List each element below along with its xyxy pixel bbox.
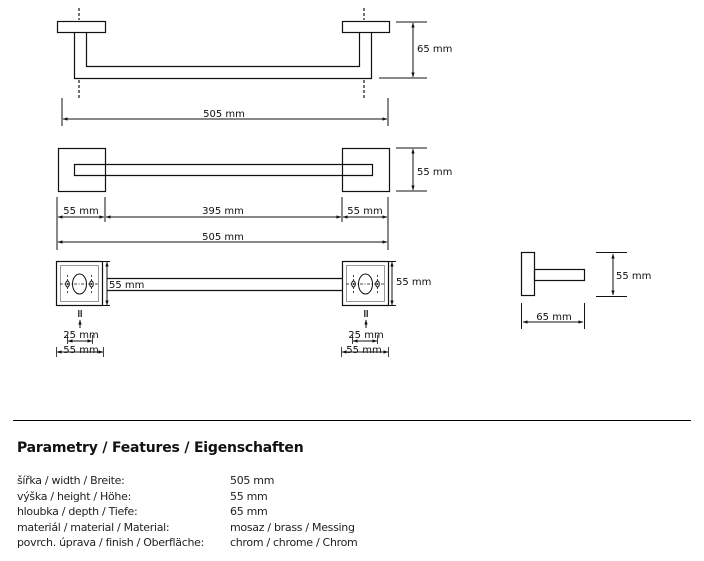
- top-depth-label: 65 mm: [417, 44, 452, 55]
- bottom-bar-height-label: 55 mm: [109, 280, 144, 291]
- feature-value: 505 mm: [230, 474, 275, 487]
- left-flange-width-label: 55 mm: [63, 345, 98, 356]
- left-flange: [57, 147, 107, 193]
- feature-value: chrom / chrome / Chrom: [230, 536, 358, 550]
- bottom-right-height-label: 55 mm: [396, 277, 431, 288]
- left-mount-plate: [55, 260, 104, 307]
- features-title: Parametry / Features / Eigenschaften: [17, 440, 304, 456]
- feature-label: hloubka / depth / Tiefe:: [17, 505, 138, 519]
- left-mount-inner: [60, 265, 99, 302]
- front-height-label: 55 mm: [417, 167, 452, 178]
- front-right-flange-label: 55 mm: [347, 206, 382, 217]
- front-left-flange-label: 55 mm: [63, 206, 98, 217]
- side-height-label: 55 mm: [616, 271, 651, 282]
- right-screw-icon: [364, 310, 368, 317]
- feature-label: šířka / width / Breite:: [17, 474, 125, 487]
- right-hole-spacing-label: 25 mm: [348, 330, 383, 341]
- right-mount-inner: [346, 265, 385, 302]
- feature-value: 55 mm: [230, 489, 268, 503]
- front-total-width-label: 505 mm: [202, 232, 244, 243]
- towel-bar: [73, 163, 374, 177]
- top-view: [56, 8, 427, 126]
- left-screw-icon: [78, 310, 82, 317]
- left-wall-plate: [56, 20, 107, 34]
- top-width-label: 505 mm: [203, 109, 245, 120]
- left-hole-spacing-label: 25 mm: [63, 330, 98, 341]
- front-bar-length-label: 395 mm: [202, 206, 244, 217]
- right-flange-width-label: 55 mm: [346, 345, 381, 356]
- towel-bar-outline: [73, 32, 373, 80]
- technical-drawing: 65 mm 505 mm 55 mm 55 mm 395 mm 55 mm 50…: [55, 8, 651, 357]
- front-view: [56, 147, 427, 250]
- feature-label: výška / height / Höhe:: [17, 489, 131, 503]
- right-mount-plate: [341, 260, 390, 307]
- feature-value: mosaz / brass / Messing: [230, 520, 355, 534]
- bottom-view: [55, 260, 396, 357]
- section-divider: [13, 420, 691, 421]
- side-view: [520, 251, 627, 329]
- feature-label: materiál / material / Material:: [17, 520, 170, 534]
- right-flange: [341, 147, 391, 193]
- side-depth-label: 65 mm: [536, 312, 571, 323]
- side-wall-plate: [520, 251, 536, 297]
- right-wall-plate: [341, 20, 391, 34]
- side-bar-stub: [533, 268, 586, 282]
- feature-value: 65 mm: [230, 505, 268, 519]
- feature-label: povrch. úprava / finish / Oberfläche:: [17, 536, 205, 550]
